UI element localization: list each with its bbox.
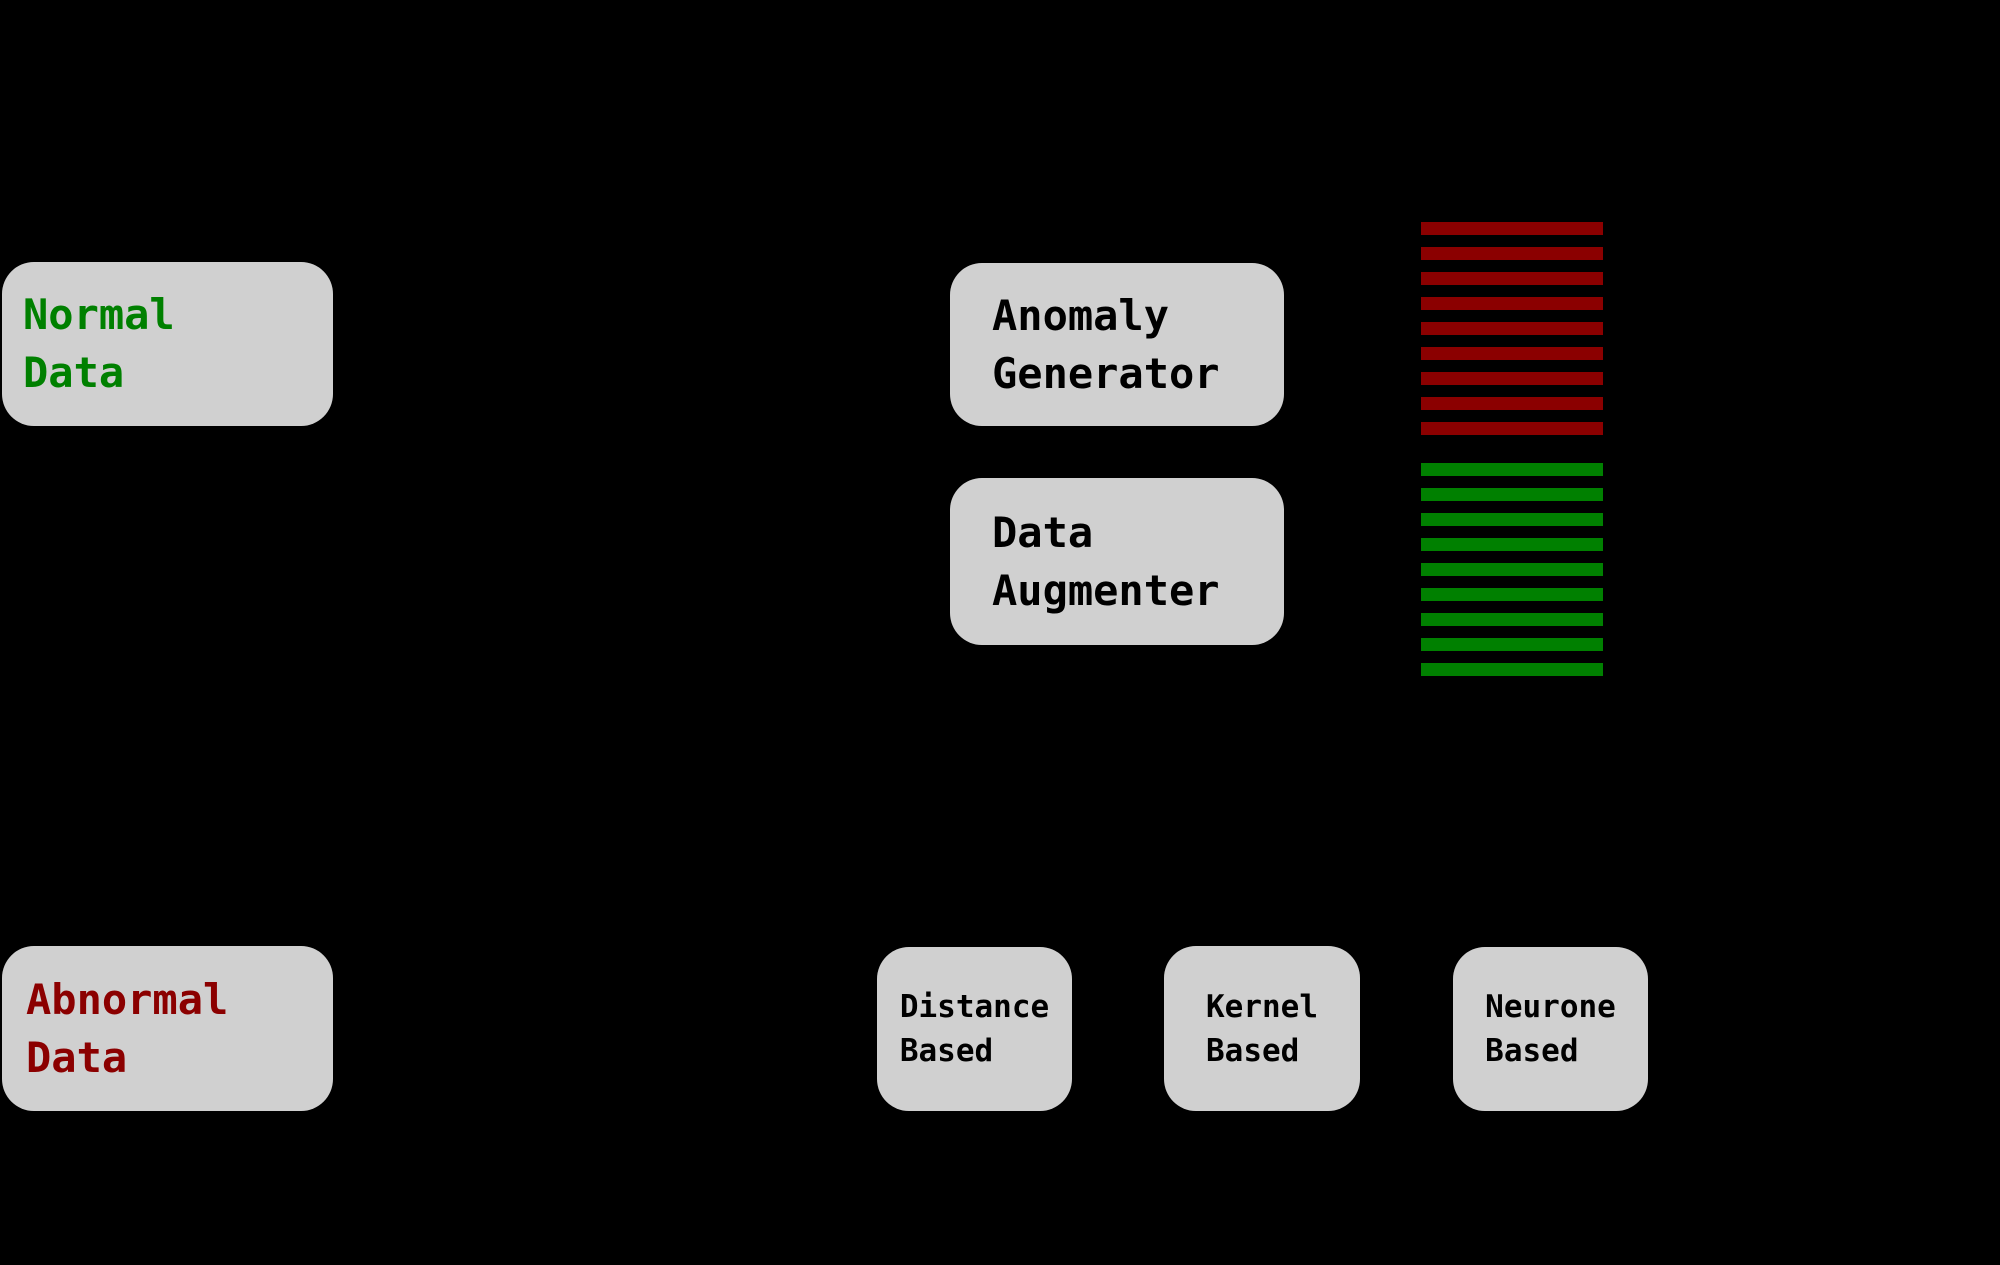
abnormal-data-bar-stack — [1421, 222, 1603, 435]
node-neurone-based: Neurone Based — [1453, 947, 1648, 1111]
node-abnormal-data: Abnormal Data — [2, 946, 333, 1111]
node-distance-based: Distance Based — [877, 947, 1072, 1111]
abnormal-data-bar — [1421, 397, 1603, 410]
normal-data-bar — [1421, 613, 1603, 626]
data-augmenter-label: Data Augmenter — [992, 507, 1220, 615]
normal-data-bar — [1421, 638, 1603, 651]
node-kernel-based: Kernel Based — [1164, 946, 1360, 1111]
normal-data-bar — [1421, 588, 1603, 601]
kernel-based-label: Kernel Based — [1206, 988, 1318, 1069]
abnormal-data-bar — [1421, 422, 1603, 435]
abnormal-data-label: Abnormal Data — [26, 974, 229, 1082]
neurone-based-label: Neurone Based — [1485, 989, 1616, 1069]
normal-data-bar — [1421, 563, 1603, 576]
abnormal-data-bar — [1421, 297, 1603, 310]
abnormal-data-bar — [1421, 322, 1603, 335]
normal-data-bar — [1421, 488, 1603, 501]
normal-data-bar-stack — [1421, 463, 1603, 676]
normal-data-label: Normal Data — [23, 290, 175, 397]
anomaly-generator-label: Anomaly Generator — [992, 290, 1220, 398]
normal-data-bar — [1421, 513, 1603, 526]
abnormal-data-bar — [1421, 247, 1603, 260]
node-data-augmenter: Data Augmenter — [950, 478, 1284, 645]
distance-based-label: Distance Based — [899, 989, 1050, 1069]
abnormal-data-bar — [1421, 347, 1603, 360]
abnormal-data-bar — [1421, 222, 1603, 235]
abnormal-data-bar — [1421, 372, 1603, 385]
normal-data-bar — [1421, 463, 1603, 476]
abnormal-data-bar — [1421, 272, 1603, 285]
node-normal-data: Normal Data — [2, 262, 333, 426]
normal-data-bar — [1421, 538, 1603, 551]
node-anomaly-generator: Anomaly Generator — [950, 263, 1284, 426]
normal-data-bar — [1421, 663, 1603, 676]
